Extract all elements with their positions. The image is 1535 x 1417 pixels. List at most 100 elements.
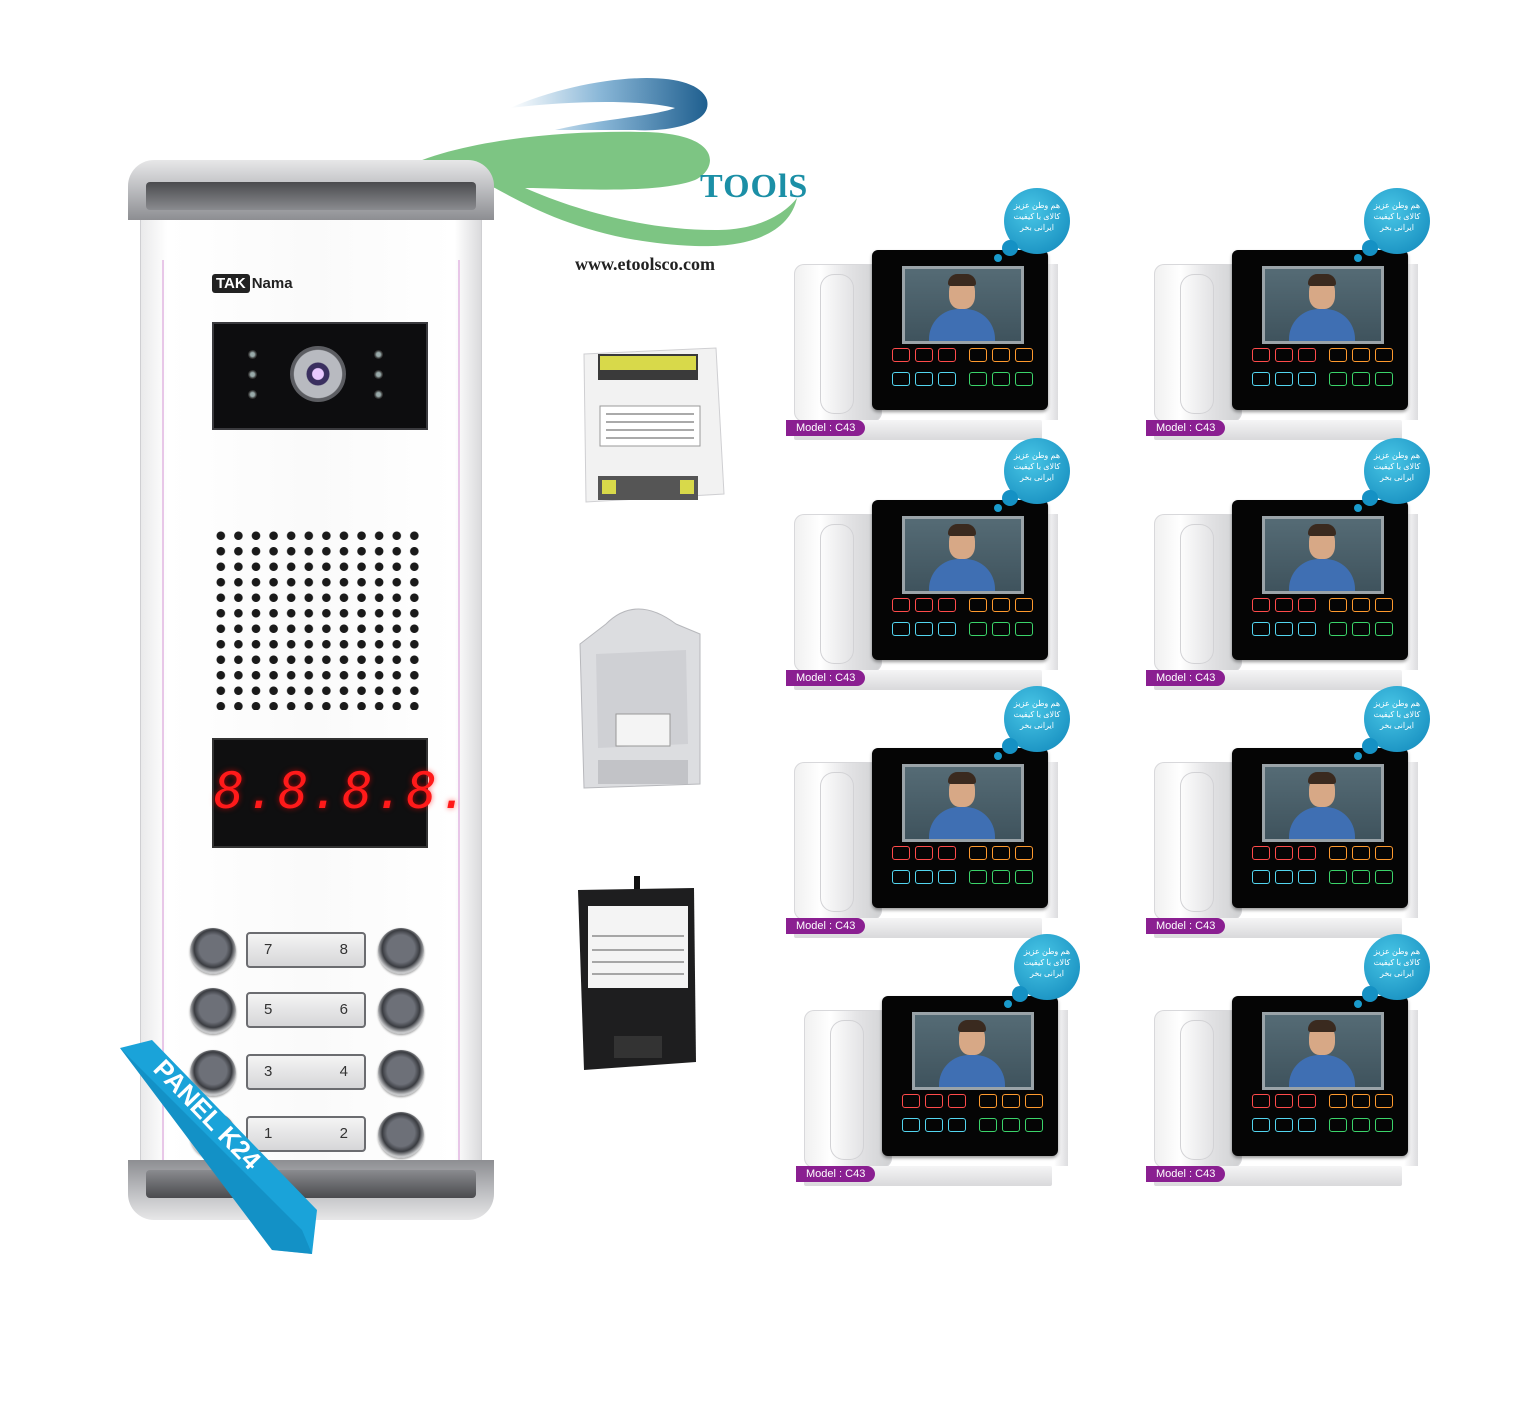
monitor-key[interactable] [1025,1118,1043,1132]
monitor-key[interactable] [969,622,987,636]
monitor-key[interactable] [992,846,1010,860]
monitor-key[interactable] [969,598,987,612]
monitor-key[interactable] [969,870,987,884]
monitor-key[interactable] [1275,870,1293,884]
monitor-key[interactable] [1329,622,1347,636]
handset[interactable] [1154,1010,1242,1168]
monitor-key[interactable] [948,1094,966,1108]
monitor-key[interactable] [915,348,933,362]
monitor-key[interactable] [1352,348,1370,362]
monitor-key[interactable] [1329,348,1347,362]
monitor-key[interactable] [1298,348,1316,362]
monitor-key[interactable] [1002,1094,1020,1108]
monitor-key[interactable] [992,372,1010,386]
monitor-key[interactable] [915,846,933,860]
handset[interactable] [1154,264,1242,422]
monitor-key[interactable] [925,1118,943,1132]
monitor-key[interactable] [1352,870,1370,884]
call-button-2[interactable] [378,1112,424,1158]
monitor-key[interactable] [1252,870,1270,884]
monitor-key[interactable] [938,622,956,636]
monitor-key[interactable] [1275,372,1293,386]
handset[interactable] [794,762,882,920]
monitor-key[interactable] [979,1118,997,1132]
monitor-key[interactable] [1329,1118,1347,1132]
monitor-key[interactable] [1252,846,1270,860]
monitor-key[interactable] [1352,598,1370,612]
monitor-key[interactable] [938,870,956,884]
monitor-key[interactable] [1252,1118,1270,1132]
monitor-key[interactable] [892,372,910,386]
monitor-key[interactable] [1375,598,1393,612]
monitor-key[interactable] [992,622,1010,636]
monitor-key[interactable] [1298,1094,1316,1108]
call-button-7[interactable] [190,928,236,974]
handset[interactable] [794,264,882,422]
call-button-8[interactable] [378,928,424,974]
monitor-key[interactable] [1298,622,1316,636]
monitor-key[interactable] [925,1094,943,1108]
monitor-key[interactable] [892,598,910,612]
monitor-key[interactable] [1352,1118,1370,1132]
monitor-key[interactable] [1252,348,1270,362]
monitor-key[interactable] [1375,348,1393,362]
monitor-key[interactable] [902,1094,920,1108]
monitor-key[interactable] [969,348,987,362]
monitor-key[interactable] [1002,1118,1020,1132]
monitor-key[interactable] [1375,870,1393,884]
monitor-key[interactable] [948,1118,966,1132]
monitor-key[interactable] [1298,1118,1316,1132]
monitor-key[interactable] [892,846,910,860]
monitor-key[interactable] [1015,846,1033,860]
monitor-key[interactable] [1275,348,1293,362]
call-button-5[interactable] [190,988,236,1034]
monitor-key[interactable] [1298,870,1316,884]
monitor-key[interactable] [1352,846,1370,860]
monitor-key[interactable] [979,1094,997,1108]
monitor-key[interactable] [1329,598,1347,612]
monitor-key[interactable] [1275,1094,1293,1108]
monitor-key[interactable] [902,1118,920,1132]
monitor-key[interactable] [1015,598,1033,612]
monitor-key[interactable] [1298,372,1316,386]
monitor-key[interactable] [1375,846,1393,860]
monitor-key[interactable] [1329,846,1347,860]
monitor-key[interactable] [1275,1118,1293,1132]
monitor-key[interactable] [969,372,987,386]
monitor-key[interactable] [1329,870,1347,884]
monitor-key[interactable] [1375,1118,1393,1132]
monitor-key[interactable] [1329,1094,1347,1108]
monitor-key[interactable] [938,598,956,612]
monitor-key[interactable] [915,598,933,612]
monitor-key[interactable] [1375,622,1393,636]
monitor-key[interactable] [938,348,956,362]
monitor-key[interactable] [992,870,1010,884]
call-button-4[interactable] [378,1050,424,1096]
monitor-key[interactable] [1252,622,1270,636]
handset[interactable] [1154,762,1242,920]
call-button-6[interactable] [378,988,424,1034]
monitor-key[interactable] [1252,1094,1270,1108]
monitor-key[interactable] [1015,372,1033,386]
monitor-key[interactable] [915,622,933,636]
monitor-key[interactable] [892,870,910,884]
monitor-key[interactable] [915,870,933,884]
monitor-key[interactable] [1352,622,1370,636]
handset[interactable] [804,1010,892,1168]
monitor-key[interactable] [1352,372,1370,386]
monitor-key[interactable] [1298,846,1316,860]
monitor-key[interactable] [1015,622,1033,636]
monitor-key[interactable] [1252,372,1270,386]
monitor-key[interactable] [915,372,933,386]
monitor-key[interactable] [1015,348,1033,362]
monitor-key[interactable] [892,348,910,362]
monitor-key[interactable] [1375,372,1393,386]
monitor-key[interactable] [1252,598,1270,612]
monitor-key[interactable] [1025,1094,1043,1108]
monitor-key[interactable] [992,598,1010,612]
monitor-key[interactable] [1298,598,1316,612]
monitor-key[interactable] [1352,1094,1370,1108]
monitor-key[interactable] [1275,622,1293,636]
monitor-key[interactable] [938,372,956,386]
handset[interactable] [1154,514,1242,672]
